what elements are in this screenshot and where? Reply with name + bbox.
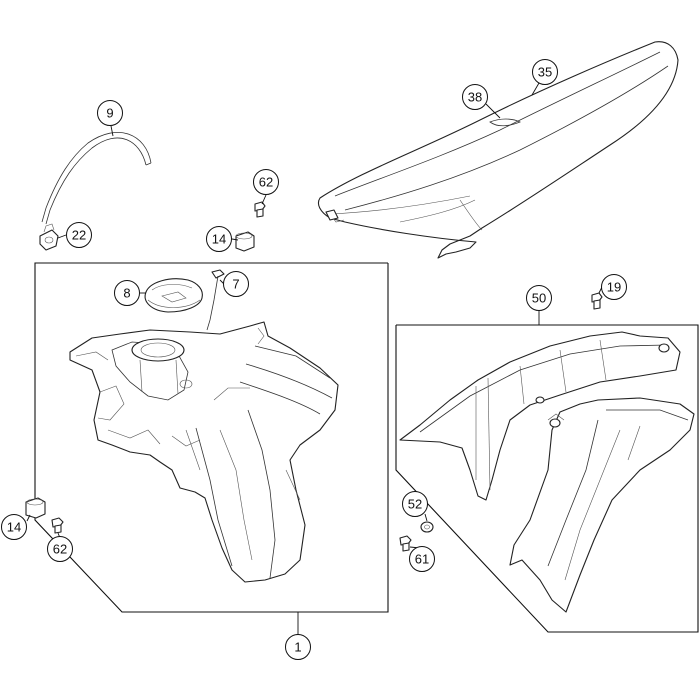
- callout-38: 38: [462, 84, 488, 110]
- hose-elbow-fitting: [39, 223, 59, 251]
- screw-shroud: [591, 292, 603, 310]
- callout-50: 50: [526, 285, 552, 311]
- leader-52: [424, 513, 428, 522]
- callout-9: 9: [97, 100, 123, 126]
- callout-52: 52: [402, 491, 428, 517]
- callout-label: 50: [532, 291, 546, 306]
- screw-bottom: [399, 535, 412, 552]
- leader-62-top: [261, 194, 267, 205]
- radiator-shroud-group-frame: [395, 324, 699, 633]
- callout-label: 8: [123, 286, 130, 301]
- leader-14-top: [231, 238, 239, 241]
- leader-35: [531, 82, 540, 96]
- callout-label: 22: [72, 228, 86, 243]
- leader-14-left: [26, 514, 31, 522]
- washer: [420, 521, 434, 533]
- vent-valve: [206, 269, 225, 331]
- callout-62-top: 62: [253, 169, 279, 195]
- radiator-shroud-right: [509, 397, 695, 613]
- callout-label: 35: [538, 65, 552, 80]
- callout-label: 7: [232, 277, 239, 292]
- fuel-tank-group-frame: [34, 262, 389, 613]
- callout-label: 62: [259, 175, 273, 190]
- rubber-bushing-left: [25, 497, 46, 519]
- breather-hose: [41, 132, 152, 225]
- callout-7: 7: [223, 271, 249, 297]
- callout-label: 62: [53, 542, 67, 557]
- screw-left: [51, 517, 64, 534]
- leader-9: [110, 125, 114, 137]
- callout-62-left: 62: [47, 536, 73, 562]
- callout-label: 52: [408, 497, 422, 512]
- fuel-cap: [144, 278, 203, 313]
- callout-label: 38: [468, 90, 482, 105]
- callout-61: 61: [409, 546, 435, 572]
- radiator-shroud-left: [399, 331, 681, 501]
- leader-22: [57, 234, 67, 239]
- callout-8: 8: [114, 280, 140, 306]
- callout-35: 35: [532, 59, 558, 85]
- callout-1: 1: [285, 634, 311, 660]
- callout-22: 22: [66, 222, 92, 248]
- callout-14-top: 14: [206, 226, 232, 252]
- callout-label: 19: [607, 280, 621, 295]
- callout-label: 9: [106, 106, 113, 121]
- leader-38: [485, 103, 501, 119]
- callout-14-left: 14: [1, 514, 27, 540]
- screw-top: [254, 201, 266, 218]
- fuel-tank: [69, 321, 339, 583]
- callout-label: 14: [7, 520, 21, 535]
- rubber-bushing-top: [235, 231, 255, 252]
- callout-label: 1: [294, 640, 301, 655]
- callout-label: 61: [415, 552, 429, 567]
- callout-19: 19: [601, 274, 627, 300]
- callout-label: 14: [212, 232, 226, 247]
- seat: [317, 41, 679, 259]
